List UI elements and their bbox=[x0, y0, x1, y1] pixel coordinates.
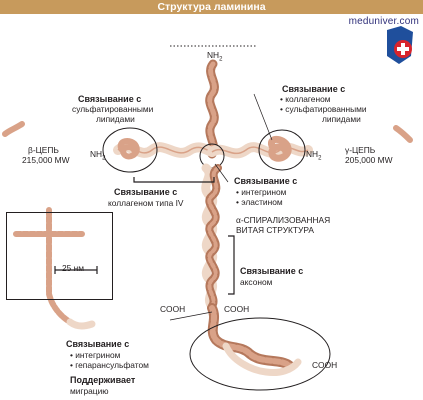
axon-bracket bbox=[228, 235, 235, 295]
site-logo: meduniver.com bbox=[339, 16, 419, 68]
alpha-chain-top bbox=[205, 59, 219, 159]
binding-bottom-line-2: • гепарансульфатом bbox=[70, 360, 149, 370]
binding-right-top-line-2: • сульфатированными bbox=[280, 104, 367, 114]
medical-cross-icon bbox=[387, 26, 413, 64]
pointer-cooh bbox=[169, 311, 213, 321]
right-globule bbox=[258, 129, 306, 171]
right-arm bbox=[207, 142, 313, 159]
binding-right-top-line-3: липидами bbox=[322, 114, 361, 124]
binding-collagen-title: Связывание с bbox=[114, 187, 178, 197]
central-circle bbox=[199, 143, 225, 169]
binding-collagen-line-1: коллагеном типа IV bbox=[108, 198, 184, 208]
title-bar: Структура ламинина bbox=[0, 0, 423, 14]
left-fragment bbox=[2, 121, 25, 137]
binding-integrin-line-1: • интегрином bbox=[236, 187, 287, 197]
scale-bar bbox=[54, 266, 98, 274]
binding-axon-line-1: аксоном bbox=[240, 277, 273, 287]
binding-integrin-title: Связывание с bbox=[234, 176, 298, 186]
g-domains bbox=[207, 303, 302, 376]
binding-left-top-line-1: сульфатированными bbox=[72, 104, 154, 114]
collagen-bracket bbox=[133, 177, 215, 183]
cooh-left-label: COOH bbox=[160, 304, 186, 314]
binding-bottom-line-1: • интегрином bbox=[70, 350, 121, 360]
site-name: meduniver.com bbox=[348, 16, 419, 27]
scale-laminin bbox=[13, 207, 96, 330]
binding-left-top-line-2: липидами bbox=[96, 114, 135, 124]
pointer-integrin bbox=[214, 163, 229, 183]
binding-axon-title: Связывание с bbox=[240, 266, 304, 276]
nh2-right-label: NH2 bbox=[306, 149, 322, 162]
binding-right-top-title: Связывание с bbox=[282, 84, 346, 94]
binding-right-top-line-1: • коллагеном bbox=[280, 94, 331, 104]
cooh-right-label: COOH bbox=[312, 360, 338, 370]
alpha-helix-label-2: ВИТАЯ СТРУКТУРА bbox=[236, 225, 314, 235]
left-globule bbox=[102, 127, 158, 173]
g-domain-ellipse bbox=[189, 317, 331, 391]
nh2-top-label: NH2 bbox=[207, 50, 223, 63]
binding-integrin-line-2: • эластином bbox=[236, 197, 283, 207]
scale-label: 25 нм bbox=[62, 263, 85, 273]
migration-title: Поддерживает bbox=[70, 375, 136, 385]
beta-chain-label: β-ЦЕПЬ bbox=[28, 145, 59, 155]
gamma-mw-label: 205,000 MW bbox=[345, 155, 393, 165]
nh2-left-label: NH2 bbox=[90, 149, 106, 162]
right-fragment bbox=[393, 125, 413, 143]
migration-line-1: миграцию bbox=[70, 386, 109, 396]
binding-bottom-title: Связывание с bbox=[66, 339, 130, 349]
coiled-coil bbox=[201, 163, 222, 311]
alpha-helix-label-1: α-СПИРАЛИЗОВАННАЯ bbox=[236, 215, 331, 225]
gamma-chain-label: γ-ЦЕПЬ bbox=[345, 145, 376, 155]
pointer-right-top bbox=[253, 93, 273, 141]
binding-left-top-title: Связывание с bbox=[78, 94, 142, 104]
cooh-mid-label: COOH bbox=[224, 304, 250, 314]
beta-mw-label: 215,000 MW bbox=[22, 155, 70, 165]
scale-inset-box bbox=[6, 212, 113, 300]
